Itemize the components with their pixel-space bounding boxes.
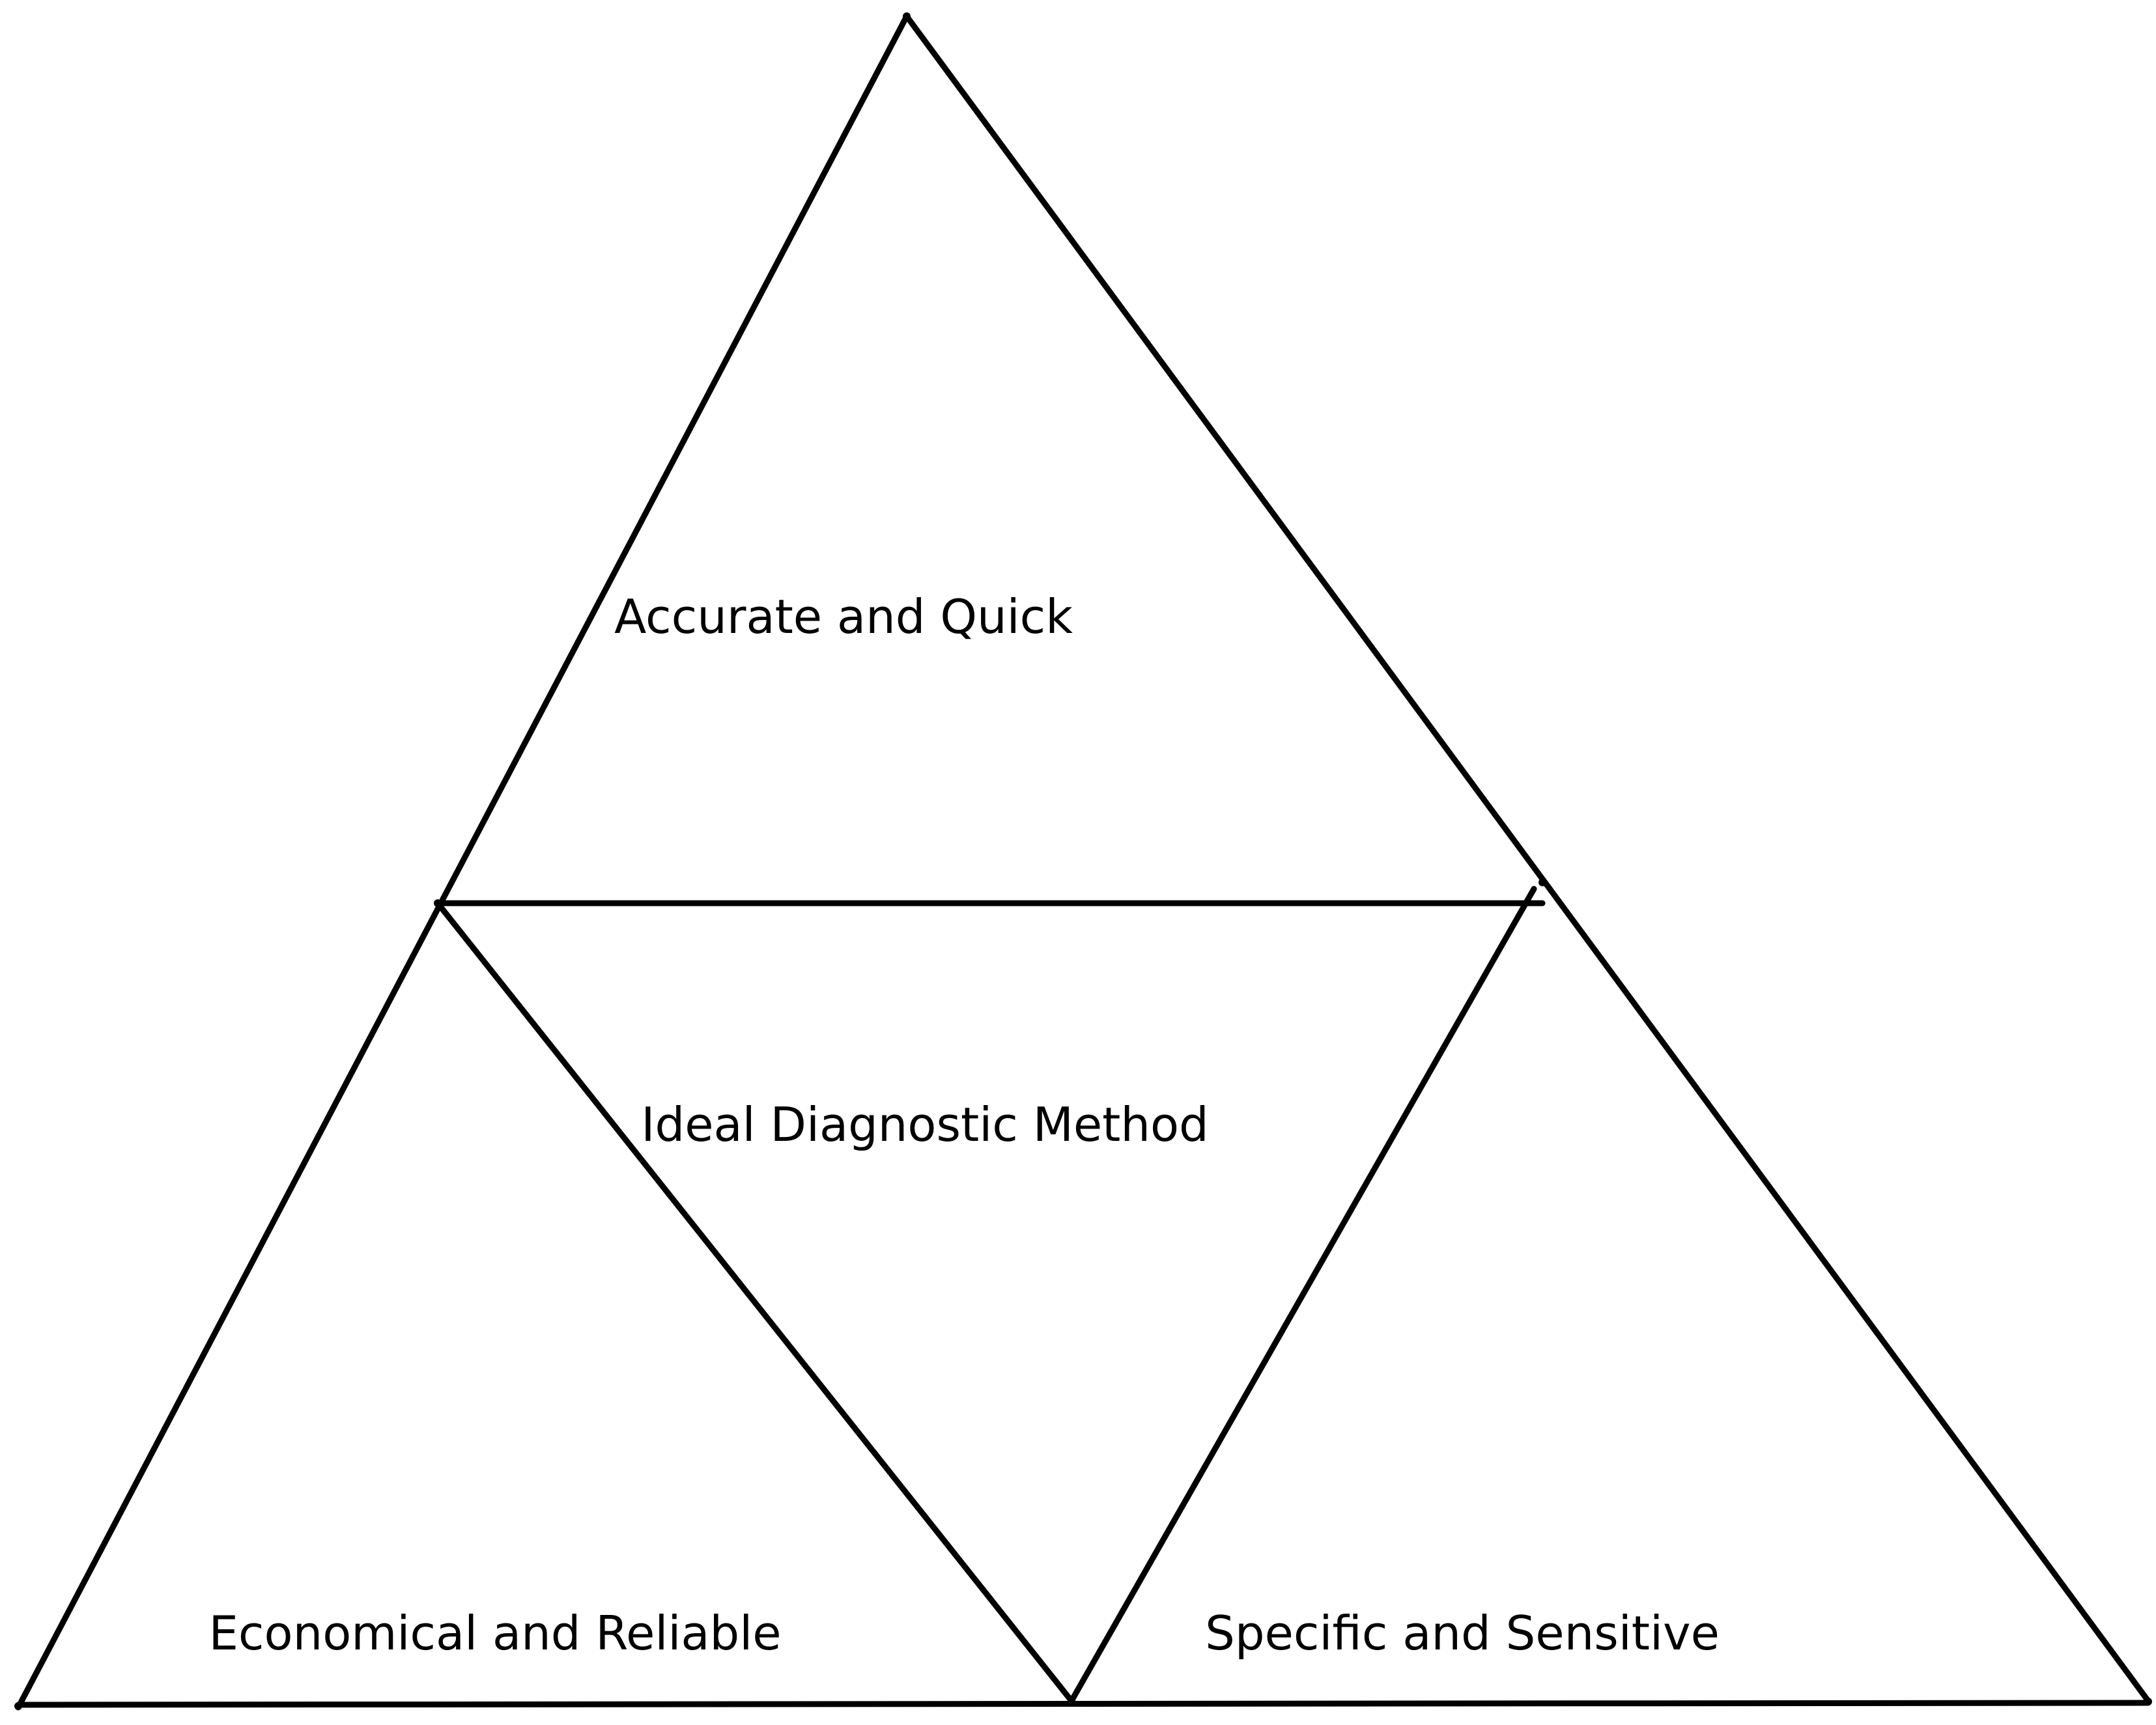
vertex-top <box>903 12 911 20</box>
label-economical-and-reliable: Economical and Reliable <box>208 1606 782 1661</box>
inner-left-edge <box>434 900 1075 1704</box>
label-accurate-and-quick: Accurate and Quick <box>614 589 1073 644</box>
outer-right-edge <box>903 13 2151 1704</box>
outer-bottom-edge <box>15 1700 2151 1708</box>
vertex-bottom-center <box>1068 1697 1075 1705</box>
vertex-mid-left <box>434 899 442 907</box>
vertex-bottom-left <box>14 1702 22 1710</box>
vertex-mid-right <box>1539 878 1546 886</box>
vertex-bottom-right <box>2144 1698 2152 1705</box>
label-ideal-diagnostic-method: Ideal Diagnostic Method <box>641 1097 1209 1152</box>
outer-left-edge <box>15 13 910 1711</box>
inner-right-edge <box>1068 886 1537 1704</box>
label-specific-and-sensitive: Specific and Sensitive <box>1205 1606 1720 1661</box>
